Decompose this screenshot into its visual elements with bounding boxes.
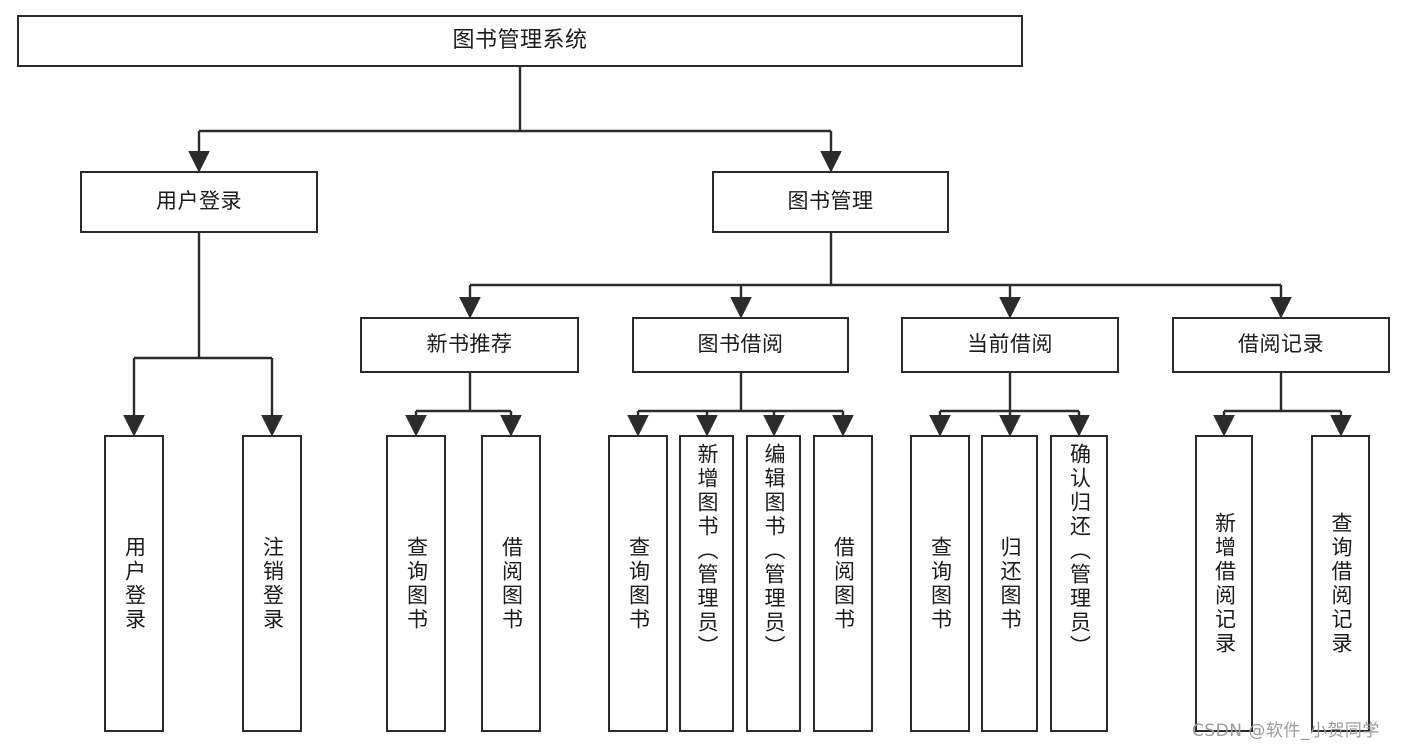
node-leaf-query-book-1: 查询图书 (386, 435, 446, 732)
node-label: 用户登录 (156, 189, 242, 214)
node-label: 当前借阅 (967, 332, 1053, 357)
node-leaf-query-record: 查询借阅记录 (1311, 435, 1370, 732)
node-leaf-query-book-2: 查询图书 (608, 435, 668, 732)
node-leaf-confirm-return: 确认归还（管理员） (1050, 435, 1108, 732)
node-label: 新增图书（管理员） (695, 443, 719, 659)
node-label: 新增借阅记录 (1212, 511, 1237, 656)
node-current-borrow: 当前借阅 (901, 317, 1119, 373)
node-label: 新书推荐 (426, 332, 513, 357)
csdn-watermark: CSDN @软件_小贺同学 (1192, 721, 1380, 741)
node-leaf-add-book: 新增图书（管理员） (679, 435, 734, 732)
node-leaf-borrow-book-1: 借阅图书 (481, 435, 541, 732)
node-label: 图书管理 (787, 189, 874, 214)
node-label: 用户登录 (122, 535, 147, 632)
node-leaf-user-login: 用户登录 (104, 435, 164, 732)
node-leaf-edit-book: 编辑图书（管理员） (746, 435, 801, 732)
node-label: 借阅图书 (499, 535, 524, 632)
node-root: 图书管理系统 (17, 15, 1023, 67)
node-book-borrow: 图书借阅 (632, 317, 849, 373)
node-label: 借阅记录 (1238, 332, 1324, 357)
node-leaf-query-book-3: 查询图书 (910, 435, 970, 732)
node-label: 编辑图书（管理员） (762, 443, 786, 659)
node-label: 注销登录 (260, 535, 285, 632)
node-label: 查询借阅记录 (1329, 511, 1353, 656)
node-label: 查询图书 (626, 535, 651, 632)
node-label: 归还图书 (998, 535, 1022, 632)
node-leaf-borrow-book-2: 借阅图书 (813, 435, 873, 732)
node-book-manage: 图书管理 (712, 171, 949, 233)
node-label: 图书管理系统 (452, 27, 588, 53)
node-label: 借阅图书 (831, 535, 856, 632)
node-label: 查询图书 (928, 535, 953, 632)
node-label: 图书借阅 (697, 332, 784, 357)
node-user-login: 用户登录 (80, 171, 318, 233)
node-new-book-rec: 新书推荐 (360, 317, 579, 373)
node-label: 确认归还（管理员） (1067, 443, 1092, 659)
node-borrow-record: 借阅记录 (1172, 317, 1390, 373)
node-leaf-user-logout: 注销登录 (242, 435, 302, 732)
node-label: 查询图书 (404, 535, 429, 632)
node-leaf-add-record: 新增借阅记录 (1195, 435, 1253, 732)
node-leaf-return-book: 归还图书 (981, 435, 1038, 732)
